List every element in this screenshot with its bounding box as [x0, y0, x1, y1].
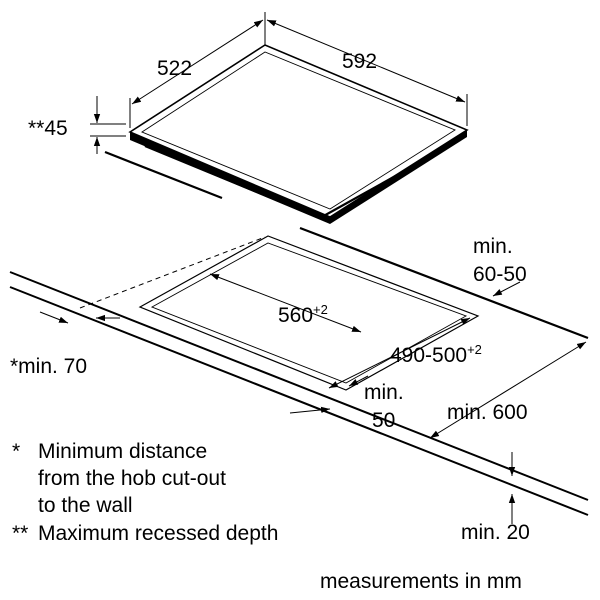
note1-line1: Minimum distance [38, 440, 207, 463]
hob-side-edge [330, 130, 467, 224]
note1-line2: from the hob cut-out [38, 467, 226, 490]
back-clearance-line1: min. [473, 235, 513, 258]
cutout-depth-tolerance: +2 [467, 342, 482, 357]
worktop-back-line-short [104, 150, 223, 200]
hob-width-label: 592 [342, 50, 377, 73]
back-clearance-arrow [492, 281, 521, 297]
note2-marker: ** [12, 522, 28, 545]
dim-522-line [131, 19, 264, 105]
units-footer: measurements in mm [320, 570, 522, 593]
footnotes: * Minimum distance from the hob cut-out … [12, 440, 278, 545]
cutout-depth-label: 490-500+2 [390, 342, 482, 367]
dim-490-line [328, 317, 471, 389]
side-clearance-arrow-left [39, 311, 69, 324]
note1-line3: to the wall [38, 494, 133, 517]
worktop-thickness-label: min. 20 [461, 521, 530, 544]
note1-marker: * [12, 440, 20, 463]
worktop-front-bottom-edge [9, 286, 589, 516]
recess-depth-label: **45 [28, 117, 68, 140]
hob-housing-edge [144, 139, 461, 220]
hob-dimensions: 522 592 **45 [28, 12, 468, 154]
clearance-dimensions: min. 60-50 *min. 70 min. 50 min. 600 min… [10, 235, 587, 544]
back-clearance-line2: 60-50 [473, 263, 527, 286]
cutout-depth-value: 490-500 [390, 344, 467, 367]
front-clearance-arrow-bottom [289, 406, 331, 414]
worktop-drawing [9, 150, 589, 516]
side-clearance-label: *min. 70 [10, 355, 87, 378]
worktop-back-edge [299, 226, 589, 340]
front-clearance-line1: min. [364, 381, 404, 404]
front-clearance-arrow-top [348, 375, 369, 387]
worktop-front-top-edge [9, 271, 589, 501]
dim-592-line [266, 19, 466, 103]
front-clearance-line2: 50 [372, 409, 395, 432]
cutout-inner [150, 242, 468, 384]
wall-dashed-line [79, 236, 266, 309]
note2-line1: Maximum recessed depth [38, 522, 278, 545]
worktop-depth-arrow [429, 341, 587, 439]
worktop-depth-label: min. 600 [447, 401, 528, 424]
cutout-width-label: 560+2 [278, 302, 328, 327]
cutout-width-tolerance: +2 [313, 302, 328, 317]
hob-depth-label: 522 [157, 57, 192, 80]
cutout-width-value: 560 [278, 304, 313, 327]
